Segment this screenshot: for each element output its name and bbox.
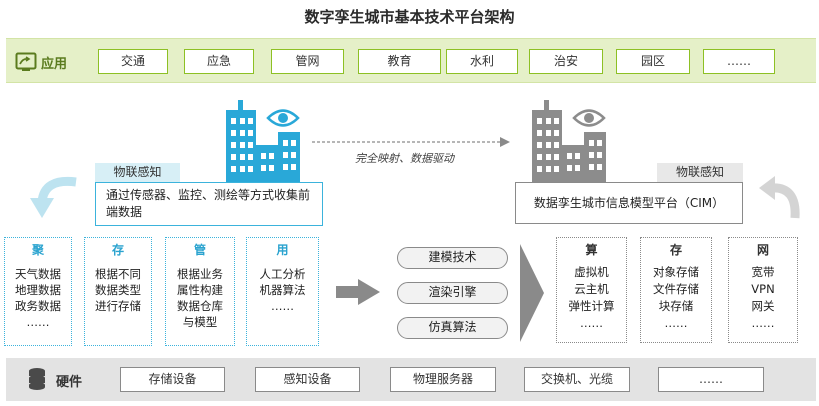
column-head: 存 xyxy=(111,243,124,257)
hardware-label: 硬件 xyxy=(56,375,83,390)
data-column-manage: 管 根据业务 属性构建 数据仓库 与模型 xyxy=(165,237,235,346)
column-line: …… xyxy=(26,315,50,329)
cim-platform-box: 数据孪生城市信息模型平台（CIM） xyxy=(515,182,743,224)
app-item-security[interactable]: 治安 xyxy=(529,49,603,74)
eye-icon xyxy=(266,109,300,127)
column-line: 与模型 xyxy=(182,315,218,329)
column-head: 存 xyxy=(669,243,682,257)
chevron-right-icon xyxy=(520,244,544,342)
simulation-algorithm-pill: 仿真算法 xyxy=(397,317,508,339)
column-line: 进行存储 xyxy=(95,299,141,313)
column-line: 属性构建 xyxy=(177,283,223,297)
iot-sensing-tag-left: 物联感知 xyxy=(95,163,180,182)
column-line: VPN xyxy=(751,282,775,296)
column-head: 管 xyxy=(193,243,206,257)
column-line: 对象存储 xyxy=(653,265,699,279)
column-line: 天气数据 xyxy=(15,267,61,281)
data-column-store: 存 根据不同 数据类型 进行存储 xyxy=(84,237,152,346)
mapping-arrow-icon xyxy=(312,137,510,147)
column-head: 聚 xyxy=(31,243,44,257)
hw-item-storage[interactable]: 存储设备 xyxy=(120,367,225,392)
column-line: 块存储 xyxy=(658,299,694,313)
column-line: …… xyxy=(664,316,688,330)
hw-item-sensing[interactable]: 感知设备 xyxy=(255,367,360,392)
compute-column: 算 虚拟机 云主机 弹性计算 …… xyxy=(556,237,627,343)
iot-sensing-tag-right: 物联感知 xyxy=(657,163,743,182)
column-line: 数据类型 xyxy=(95,283,141,297)
storage-column: 存 对象存储 文件存储 块存储 …… xyxy=(640,237,712,343)
column-line: 虚拟机 xyxy=(574,265,609,279)
app-item-more[interactable]: …… xyxy=(703,49,775,74)
column-line: …… xyxy=(580,316,603,330)
column-line: 网关 xyxy=(751,299,775,313)
app-item-water[interactable]: 水利 xyxy=(446,49,518,74)
column-line: 政务数据 xyxy=(15,299,61,313)
column-line: 云主机 xyxy=(574,282,609,296)
app-item-traffic[interactable]: 交通 xyxy=(98,49,168,74)
column-line: 根据不同 xyxy=(95,267,141,281)
app-item-emergency[interactable]: 应急 xyxy=(184,49,254,74)
column-line: …… xyxy=(751,316,775,330)
column-line: 弹性计算 xyxy=(568,299,615,313)
data-column-aggregate: 聚 天气数据 地理数据 政务数据 …… xyxy=(4,237,72,346)
column-line: 机器算法 xyxy=(259,283,306,297)
render-engine-pill: 渲染引擎 xyxy=(397,282,508,304)
app-item-pipe-network[interactable]: 管网 xyxy=(271,49,344,74)
curved-back-arrow-icon xyxy=(759,176,800,219)
app-item-park[interactable]: 园区 xyxy=(616,49,690,74)
modeling-tech-pill: 建模技术 xyxy=(397,247,508,269)
blue-city-buildings-icon xyxy=(226,100,300,185)
column-line: 数据仓库 xyxy=(177,299,223,313)
data-column-use: 用 人工分析 机器算法 …… xyxy=(246,237,319,346)
column-line: …… xyxy=(271,299,294,313)
application-band: 应用 交通 应急 管网 教育 水利 治安 园区 …… xyxy=(6,38,816,83)
eye-icon xyxy=(572,109,606,127)
column-line: 根据业务 xyxy=(177,267,223,281)
hw-item-more[interactable]: …… xyxy=(658,367,764,392)
column-line: 人工分析 xyxy=(259,267,306,281)
hw-item-switch-cable[interactable]: 交换机、光缆 xyxy=(524,367,630,392)
database-icon xyxy=(29,368,45,390)
app-screen-icon xyxy=(15,52,37,71)
gray-city-buildings-icon xyxy=(532,100,606,185)
network-column: 网 宽带 VPN 网关 …… xyxy=(728,237,798,343)
mapping-label: 完全映射、数据驱动 xyxy=(355,152,454,165)
column-head: 算 xyxy=(585,243,598,257)
column-head: 用 xyxy=(276,243,289,257)
hardware-band: 硬件 存储设备 感知设备 物理服务器 交换机、光缆 …… xyxy=(6,358,816,401)
column-line: 地理数据 xyxy=(15,283,61,297)
column-line: 文件存储 xyxy=(653,282,699,296)
column-line: 宽带 xyxy=(751,265,775,279)
sensing-description-box: 通过传感器、监控、测绘等方式收集前端数据 xyxy=(95,182,323,226)
column-head: 网 xyxy=(756,243,769,257)
right-arrow-icon xyxy=(336,279,380,305)
app-item-education[interactable]: 教育 xyxy=(358,49,441,74)
hw-item-server[interactable]: 物理服务器 xyxy=(390,367,496,392)
page-title: 数字孪生城市基本技术平台架构 xyxy=(304,8,515,26)
application-label: 应用 xyxy=(41,57,68,72)
curved-down-arrow-icon xyxy=(30,176,77,218)
